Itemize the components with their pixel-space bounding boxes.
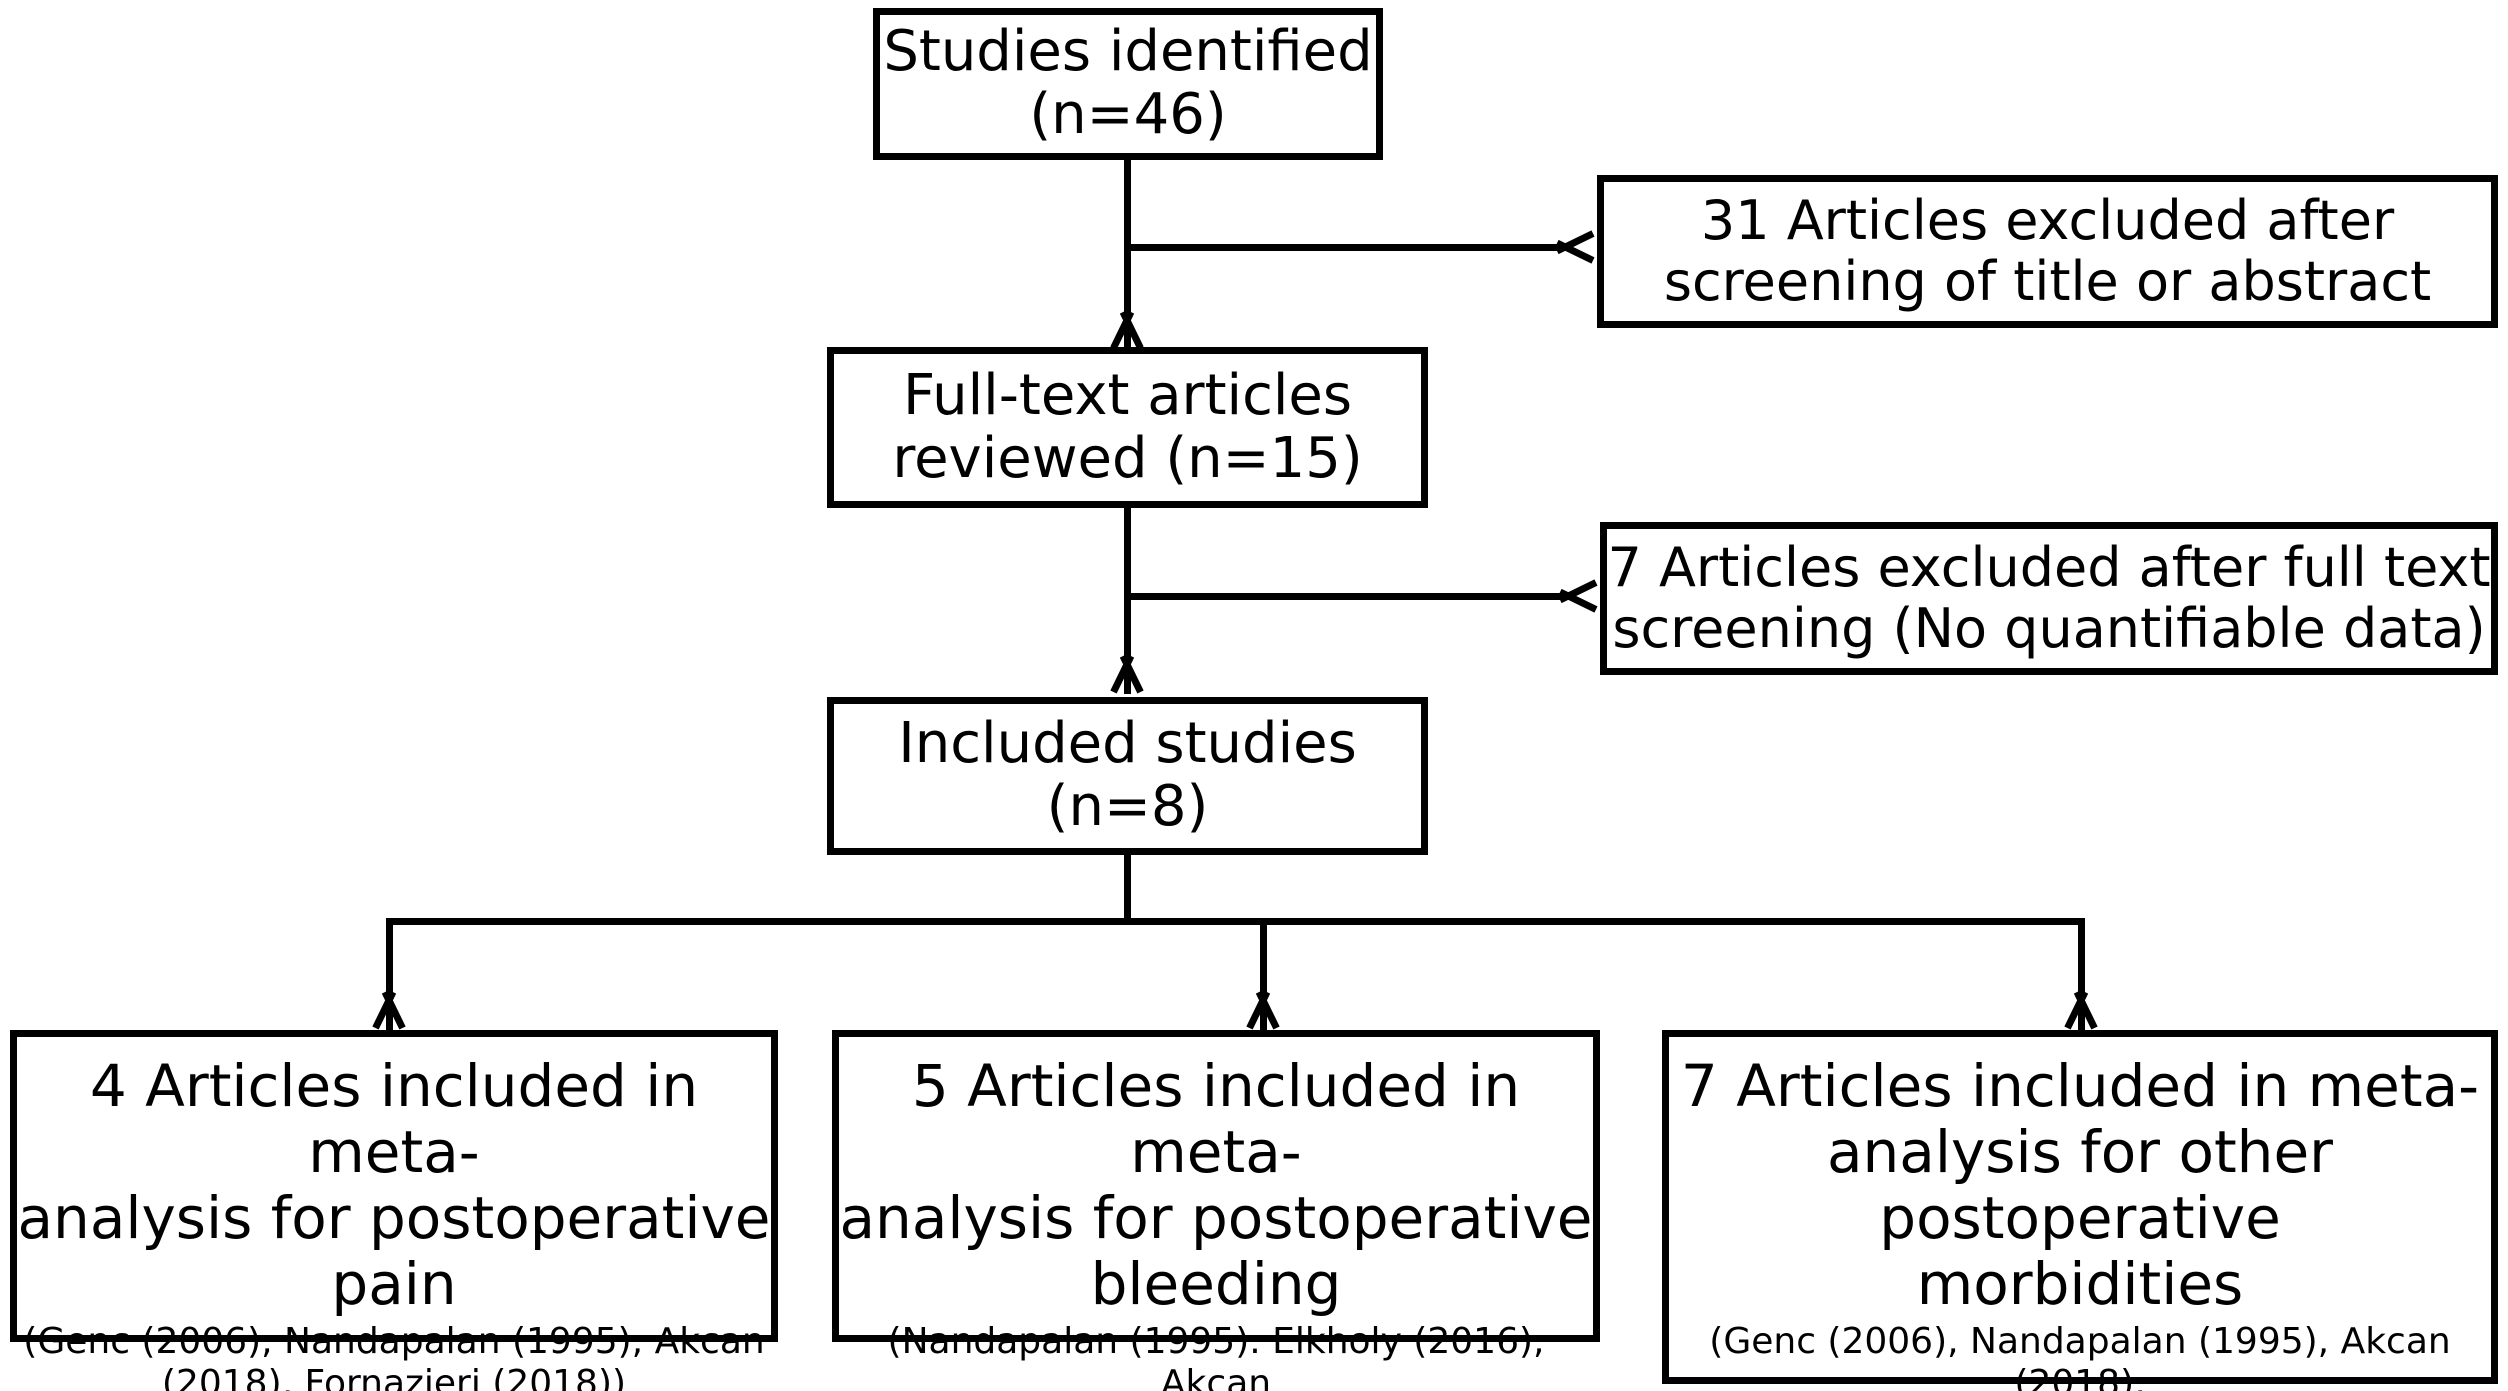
arrow-down-to-included bbox=[1104, 652, 1150, 696]
arrow-down-to-outcome-bleeding bbox=[1240, 988, 1286, 1032]
node-outcome-postoperative-bleeding: 5 Articles included in meta- analysis fo… bbox=[832, 1030, 1600, 1391]
connector-identified-to-fulltext bbox=[1124, 160, 1131, 350]
arrow-right-to-excluded-screening bbox=[1553, 224, 1597, 270]
node-excluded-after-fulltext: 7 Articles excluded after full text scre… bbox=[1600, 522, 2498, 675]
node-fulltext-articles-reviewed-label: Full-text articles reviewed (n=15) bbox=[892, 362, 1363, 491]
connector-included-to-fork bbox=[1124, 854, 1131, 924]
node-outcome-postoperative-pain-label: 4 Articles included in meta- analysis fo… bbox=[17, 1052, 771, 1319]
arrow-down-to-fulltext bbox=[1104, 308, 1150, 352]
node-outcome-postoperative-pain-citations: (Genc (2006), Nandapalan (1995), Akcan (… bbox=[23, 1321, 765, 1391]
node-outcome-postoperative-bleeding-citations: (Nandapalan (1995). Elkholy (2016), Akca… bbox=[887, 1321, 1545, 1391]
node-excluded-after-fulltext-label: 7 Articles excluded after full text scre… bbox=[1607, 536, 2491, 660]
fork-bar-outcomes bbox=[386, 918, 2085, 925]
arrow-down-to-outcome-morbidities bbox=[2058, 988, 2104, 1032]
connector-fulltext-to-excluded-fulltext bbox=[1124, 593, 1572, 600]
connector-fork-to-outcome-morbidities bbox=[2078, 918, 2085, 1030]
node-outcome-postoperative-bleeding-label: 5 Articles included in meta- analysis fo… bbox=[839, 1052, 1593, 1319]
node-fulltext-articles-reviewed: Full-text articles reviewed (n=15) bbox=[827, 347, 1428, 508]
node-outcome-other-morbidities-label: 7 Articles included in meta- analysis fo… bbox=[1680, 1052, 2480, 1319]
node-outcome-other-morbidities-citations: (Genc (2006), Nandapalan (1995), Akcan (… bbox=[1709, 1321, 2451, 1391]
connector-fork-to-outcome-pain bbox=[386, 918, 393, 1030]
arrow-right-to-excluded-fulltext bbox=[1556, 573, 1600, 619]
node-included-studies-label: Included studies (n=8) bbox=[898, 711, 1357, 839]
node-included-studies: Included studies (n=8) bbox=[827, 697, 1428, 855]
node-outcome-other-morbidities: 7 Articles included in meta- analysis fo… bbox=[1662, 1030, 2498, 1391]
arrow-down-to-outcome-pain bbox=[366, 988, 412, 1032]
connector-fulltext-to-included bbox=[1124, 508, 1131, 694]
connector-fork-to-outcome-bleeding bbox=[1260, 918, 1267, 1030]
node-excluded-after-screening: 31 Articles excluded after screening of … bbox=[1597, 175, 2498, 328]
node-studies-identified-label: Studies identified (n=46) bbox=[883, 19, 1373, 147]
connector-identified-to-excluded-screening bbox=[1124, 244, 1569, 251]
node-studies-identified: Studies identified (n=46) bbox=[873, 8, 1383, 160]
node-excluded-after-screening-label: 31 Articles excluded after screening of … bbox=[1663, 189, 2432, 313]
node-outcome-postoperative-pain: 4 Articles included in meta- analysis fo… bbox=[10, 1030, 778, 1391]
